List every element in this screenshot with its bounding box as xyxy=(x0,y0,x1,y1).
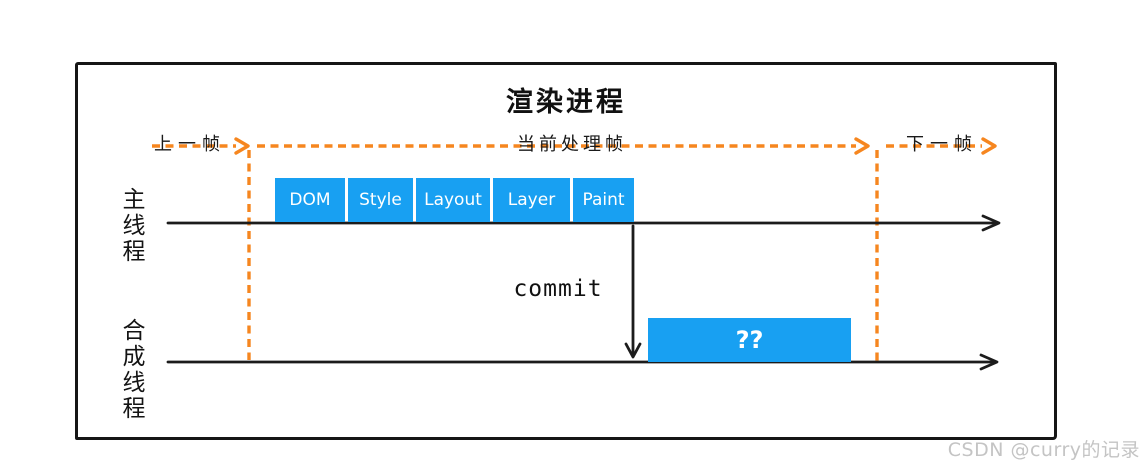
prev-frame-arrowhead-icon xyxy=(234,137,250,155)
stage-box-layout: Layout xyxy=(416,178,490,222)
current-frame-arrowhead-icon xyxy=(854,137,870,155)
stage-box-layer: Layer xyxy=(493,178,570,222)
label-current-frame: 当前处理帧 xyxy=(517,134,627,155)
stage-box-dom: DOM xyxy=(275,178,345,222)
compositor-task-box: ?? xyxy=(648,318,851,362)
page-title: 渲染进程 xyxy=(506,87,626,118)
commit-label: commit xyxy=(513,276,603,302)
watermark: CSDN @curry的记录 xyxy=(947,439,1140,461)
label-prev-frame: 上一帧 xyxy=(154,134,226,155)
label-compositor-thread: 合成线程 xyxy=(118,318,144,422)
next-frame-arrowhead-icon xyxy=(981,137,997,155)
label-next-frame: 下一帧 xyxy=(906,134,978,155)
stage-box-style: Style xyxy=(348,178,413,222)
diagram-border xyxy=(75,62,1057,440)
commit-arrowhead-icon xyxy=(624,342,642,359)
main-thread-arrowhead-icon xyxy=(981,214,1001,232)
compositor-thread-arrowhead-icon xyxy=(979,353,999,371)
stage-box-paint: Paint xyxy=(573,178,634,222)
label-main-thread: 主线程 xyxy=(118,187,144,265)
